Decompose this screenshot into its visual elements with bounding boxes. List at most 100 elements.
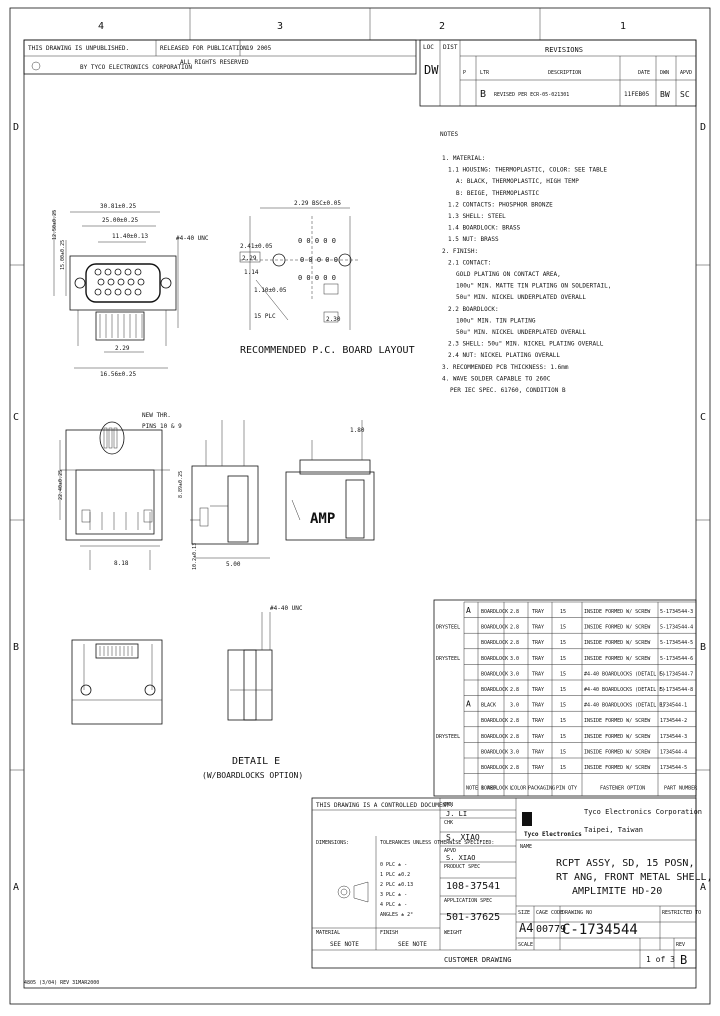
- pcb-dim-1-10: 1.10±0.05: [254, 287, 287, 294]
- table-cell-col3: TRAY: [532, 671, 544, 677]
- drawing-no-label: DRAWING NO: [562, 910, 592, 916]
- notes-list: 1. MATERIAL:1.1 HOUSING: THERMOPLASTIC, …: [442, 155, 611, 394]
- company-city: Taipei, Taiwan: [584, 826, 643, 834]
- rev-row-dwn: BW: [660, 90, 670, 99]
- tolerance-line: 3 PLC ± -: [380, 892, 407, 898]
- table-header-cell: BOARDLOCK COLOR: [481, 786, 527, 792]
- table-cell-col1: BOARDLOCK: [481, 765, 508, 771]
- pin-contact: [104, 268, 112, 276]
- front-view: [53, 210, 179, 369]
- restricted-label: RESTRICTED TO: [662, 910, 701, 916]
- note-line: 2.4 NUT: NICKEL PLATING OVERALL: [448, 352, 560, 359]
- table-cell-col1: BOARDLOCK: [481, 749, 508, 755]
- note-line: 100u" MIN. TIN PLATING: [456, 317, 536, 324]
- pcb-hole-row-3: 0 0 0 0 0: [298, 274, 336, 282]
- note-line: 2.2 BOARDLOCK:: [448, 306, 499, 313]
- weight-label: WEIGHT: [444, 930, 462, 936]
- side-pin: [113, 427, 118, 449]
- table-cell-col2: 2.8: [510, 640, 519, 646]
- table-cell-pn: 1734544-4: [660, 749, 687, 755]
- dim-30-81: 30.81±0.25: [100, 203, 137, 210]
- table-cell-pn: 5-1734544-8: [660, 687, 693, 693]
- table-cell-opt: INSIDE FORMED W/ SCREW: [584, 656, 651, 662]
- table-cell-col4: 15: [560, 718, 566, 724]
- finish-label: FINISH: [380, 930, 398, 936]
- table-cell-col4: 15: [560, 609, 566, 615]
- table-cell-pn: 5-1734544-3: [660, 609, 693, 615]
- table-cell-col1: BOARDLOCK: [481, 734, 508, 740]
- name-label: NAME: [520, 844, 532, 850]
- side-dim-5-00: 5.00: [226, 561, 241, 568]
- pcb-dim-2-41: 2.41±0.05: [240, 243, 273, 250]
- table-header-cell: PIN QTY: [556, 786, 577, 792]
- table-cell-col1: BOARDLOCK: [481, 625, 508, 631]
- revisions-title: REVISIONS: [545, 46, 583, 54]
- table-cell-col2: 3.0: [510, 671, 519, 677]
- released-text: RELEASED FOR PUBLICATION: [160, 45, 247, 52]
- side-dim-1-80: 1.80: [350, 427, 365, 434]
- year-text: 19 2005: [246, 45, 272, 52]
- side-dim-8-18: 8.18: [114, 560, 129, 567]
- pin-contact: [134, 288, 142, 296]
- table-cell-col4: 15: [560, 640, 566, 646]
- table-cell-grp: DRYSTEEL: [436, 625, 460, 631]
- note-line: 1.4 BOARDLOCK: BRASS: [448, 225, 521, 232]
- bottom-pin-array: [99, 646, 133, 656]
- pcb-dim-15plc: 15 PLC: [254, 313, 276, 320]
- pcb-layout: [239, 207, 360, 330]
- table-cell-col3: TRAY: [532, 749, 544, 755]
- product-spec-label: PRODUCT SPEC: [444, 864, 480, 870]
- zone-label-top-3: 3: [277, 21, 283, 32]
- pin-contact: [94, 268, 102, 276]
- rev-col-desc: DESCRIPTION: [548, 70, 581, 76]
- table-cell-col4: 15: [560, 703, 566, 709]
- zone-label-side-d-left: D: [13, 122, 19, 133]
- table-cell-col2: 2.8: [510, 765, 519, 771]
- dim-2-29-front: 2.29: [115, 345, 130, 352]
- note-line: B: BEIGE, THERMOPLASTIC: [456, 190, 539, 197]
- dist-label: DIST: [443, 44, 458, 51]
- pcb-dim-bsc: 2.29 BSC±0.05: [294, 200, 341, 207]
- table-cell-col1: BOARDLOCK: [481, 656, 508, 662]
- rev-row-desc: REVISED PER ECR-05-021301: [494, 92, 569, 98]
- note-line: 50u" MIN. NICKEL UNDERPLATED OVERALL: [456, 329, 586, 336]
- pin-contact: [114, 288, 122, 296]
- zone-label-top-1: 1: [620, 21, 626, 32]
- dimensions-title: DIMENSIONS:: [316, 840, 349, 846]
- cage-value: 00779: [536, 924, 566, 935]
- dim-15-00: 15.00±0.25: [60, 240, 66, 270]
- table-cell-pn: 5-1734544-7: [660, 671, 693, 677]
- note-line: 1. MATERIAL:: [442, 155, 485, 162]
- dwn-value: J. LI: [446, 810, 467, 818]
- chk-value: S. XIAO: [446, 833, 480, 842]
- table-cell-pn: 5-1734544-6: [660, 656, 693, 662]
- detail-thread: #4-40 UNC: [270, 605, 303, 612]
- copyright-block: [23, 39, 417, 75]
- note-line: 1.3 SHELL: STEEL: [448, 213, 506, 220]
- table-cell-col4: 15: [560, 734, 566, 740]
- table-cell-col2: 3.0: [510, 749, 519, 755]
- rev-col-date: DATE: [638, 70, 650, 76]
- pin-contact: [134, 268, 142, 276]
- zone-label-side-c-left: C: [13, 412, 19, 423]
- table-cell-opt: INSIDE FORMED W/ SCREW: [584, 625, 651, 631]
- rev-row-ltr: B: [480, 89, 486, 100]
- note-line: 1.5 NUT: BRASS: [448, 236, 499, 243]
- rev-row-apvd: SC: [680, 90, 690, 99]
- table-cell-col4: 15: [560, 656, 566, 662]
- tolerance-title: TOLERANCES UNLESS OTHERWISE SPECIFIED:: [380, 840, 494, 846]
- table-cell-col2: 2.8: [510, 734, 519, 740]
- table-cell-col4: 15: [560, 625, 566, 631]
- pin-contact: [114, 268, 122, 276]
- copyright-text: BY TYCO ELECTRONICS CORPORATION: [80, 64, 192, 71]
- dwn-label: DWN: [444, 802, 453, 808]
- table-cell-col1: BOARDLOCK: [481, 671, 508, 677]
- rev-col-ltr: LTR: [480, 70, 490, 76]
- zone-label-side-b-left: B: [13, 642, 19, 653]
- table-cell-mark: A: [466, 606, 471, 615]
- table-cell-pn: 1734544-2: [660, 718, 687, 724]
- pin-contact: [124, 288, 132, 296]
- name-line-2: RT ANG, FRONT METAL SHELL,: [556, 872, 713, 883]
- table-cell-col2: 2.8: [510, 687, 519, 693]
